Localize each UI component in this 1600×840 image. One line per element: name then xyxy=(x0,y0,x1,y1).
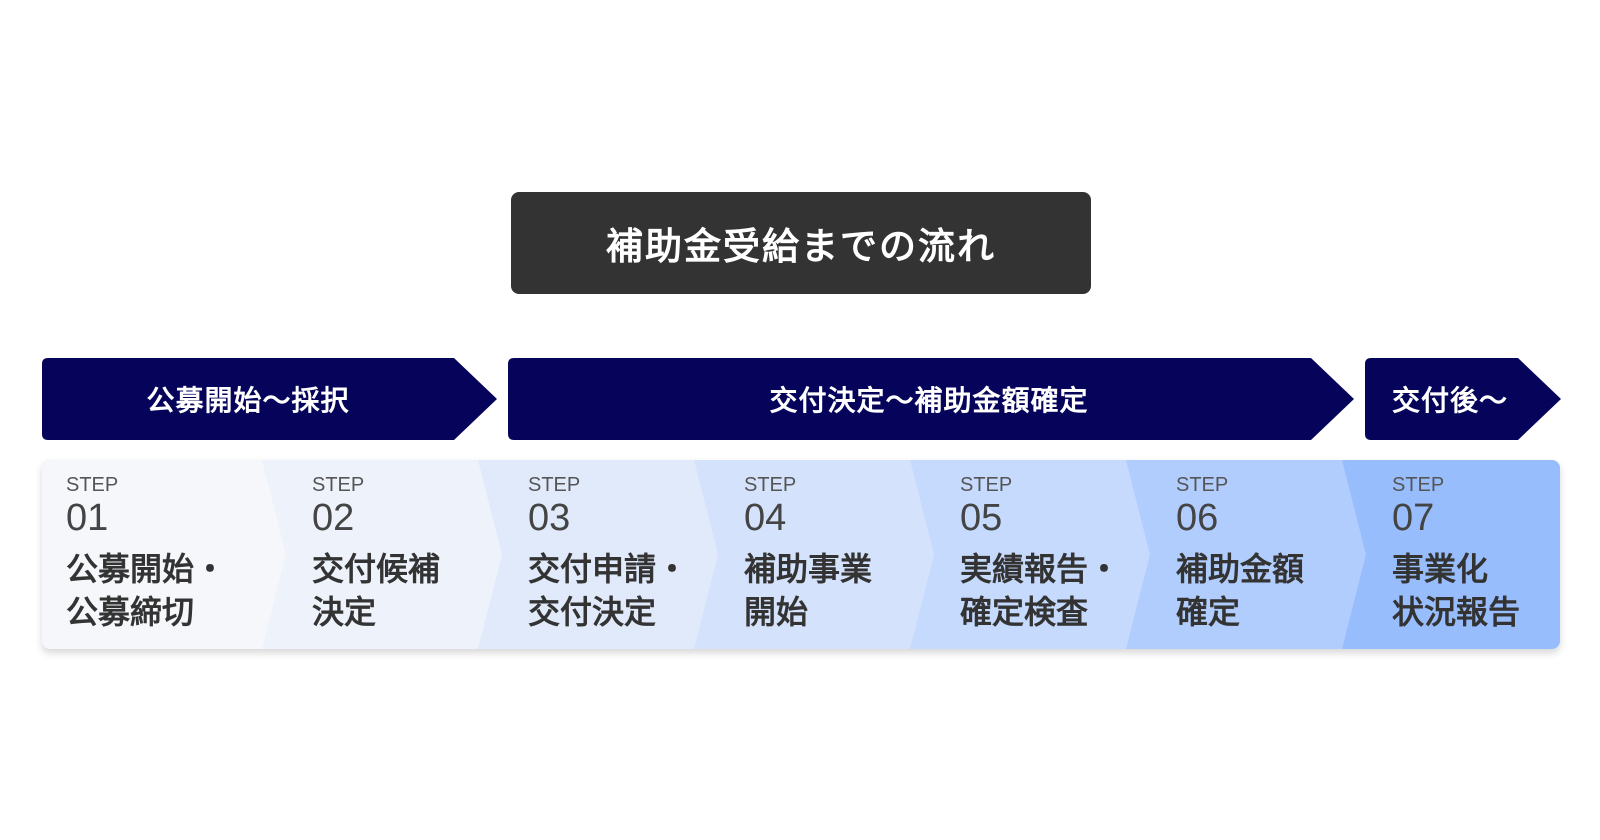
step-04-line1: 補助事業 xyxy=(744,550,873,588)
step-01-word: STEP xyxy=(66,474,119,496)
step-02-word: STEP xyxy=(312,474,365,496)
phase-arrow-3 xyxy=(1365,358,1561,440)
step-01: STEP 01 公募開始・ 公募締切 xyxy=(66,474,226,634)
step-05-line2: 確定検査 xyxy=(960,593,1089,631)
step-06-number: 06 xyxy=(1176,497,1219,539)
step-04-number: 04 xyxy=(744,497,787,539)
step-02-line2: 決定 xyxy=(312,593,377,631)
step-03-line2: 交付決定 xyxy=(528,593,657,631)
step-04-word: STEP xyxy=(744,474,797,496)
step-bg-01 xyxy=(42,460,286,649)
step-06-line1: 補助金額 xyxy=(1176,550,1305,588)
step-05-number: 05 xyxy=(960,497,1003,539)
steps-chevrons xyxy=(42,460,1560,649)
step-07-line1: 事業化 xyxy=(1392,550,1489,588)
step-07: STEP 07 事業化 状況報告 xyxy=(1392,474,1520,634)
step-03: STEP 03 交付申請・ 交付決定 xyxy=(528,474,688,634)
step-03-line1: 交付申請・ xyxy=(528,550,689,588)
page-title: 補助金受給までの流れ xyxy=(511,192,1091,294)
phase-arrow-1 xyxy=(42,358,497,440)
phase-label-2: 交付決定〜補助金額確定 xyxy=(769,384,1089,417)
phase-arrow-2 xyxy=(508,358,1354,440)
step-04: STEP 04 補助事業 開始 xyxy=(744,474,872,634)
step-04-line2: 開始 xyxy=(744,593,809,631)
step-06-line2: 確定 xyxy=(1176,593,1241,631)
step-05: STEP 05 実績報告・ 確定検査 xyxy=(960,474,1120,634)
step-02-number: 02 xyxy=(312,497,355,539)
step-01-line1: 公募開始・ xyxy=(66,550,227,588)
step-07-number: 07 xyxy=(1392,497,1435,539)
step-01-line2: 公募締切 xyxy=(66,593,195,631)
steps-strip xyxy=(42,460,1560,649)
step-03-word: STEP xyxy=(528,474,581,496)
step-06-word: STEP xyxy=(1176,474,1229,496)
step-01-number: 01 xyxy=(66,497,109,539)
step-07-line2: 状況報告 xyxy=(1392,593,1521,631)
step-07-word: STEP xyxy=(1392,474,1445,496)
step-03-number: 03 xyxy=(528,497,571,539)
step-02-line1: 交付候補 xyxy=(312,550,441,588)
step-05-line1: 実績報告・ xyxy=(960,550,1121,588)
step-05-word: STEP xyxy=(960,474,1013,496)
phase-label-3: 交付後〜 xyxy=(1391,384,1508,417)
phase-label-1: 公募開始〜採択 xyxy=(146,384,350,417)
step-02: STEP 02 交付候補 決定 xyxy=(312,474,440,634)
step-06: STEP 06 補助金額 確定 xyxy=(1176,474,1304,634)
